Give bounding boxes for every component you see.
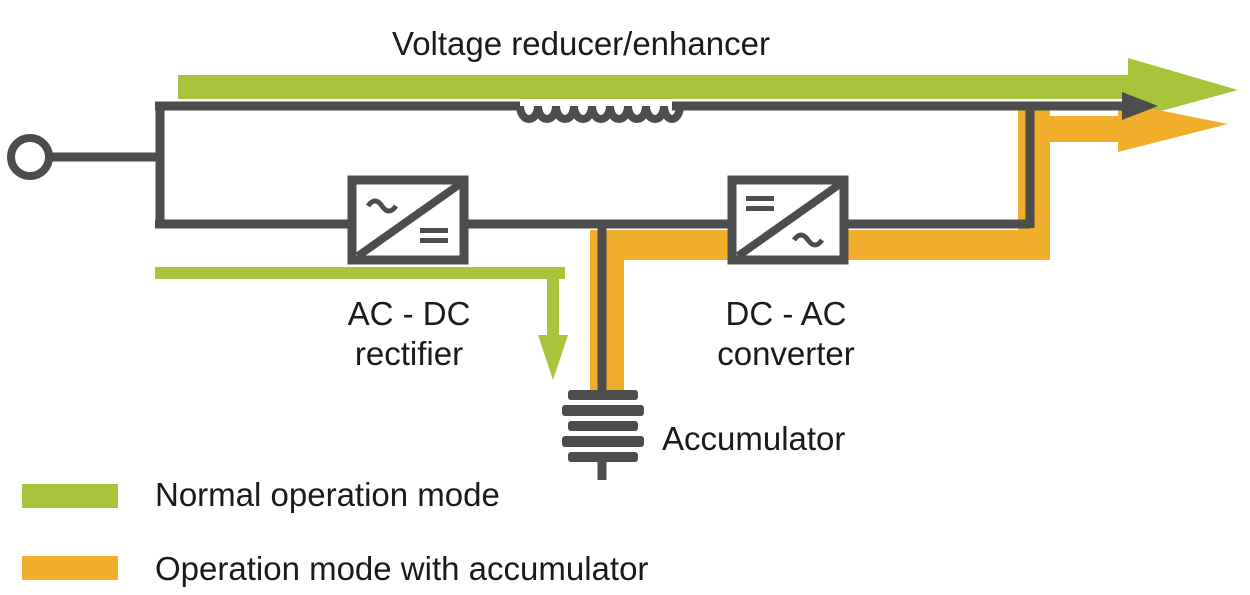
- accumulator-icon: [562, 390, 644, 462]
- input-terminal-icon: [7, 134, 53, 180]
- rectifier-label-line1: AC - DC: [348, 295, 471, 332]
- converter-label-line1: DC - AC: [725, 295, 846, 332]
- converter-block-icon: [727, 175, 849, 265]
- legend-label-normal: Normal operation mode: [155, 476, 500, 513]
- normal-mode-flow-top: [178, 58, 1238, 120]
- legend-swatch-accumulator: [22, 556, 118, 580]
- output-arrow-icon: [1122, 92, 1158, 120]
- rectifier-label-line2: rectifier: [355, 335, 463, 372]
- legend: Normal operation mode Operation mode wit…: [22, 476, 648, 587]
- legend-label-accumulator: Operation mode with accumulator: [155, 550, 648, 587]
- rectifier-block-icon: [347, 175, 469, 265]
- coil-icon: [516, 105, 684, 123]
- circuit-wiring: [48, 101, 1128, 480]
- accumulator-label: Accumulator: [662, 420, 845, 457]
- converter-label-line2: converter: [717, 335, 855, 372]
- legend-swatch-normal: [22, 484, 118, 508]
- normal-mode-charging-flow: [155, 267, 568, 380]
- accumulator-mode-flow: [590, 102, 1228, 390]
- voltage-reducer-label: Voltage reducer/enhancer: [392, 25, 770, 62]
